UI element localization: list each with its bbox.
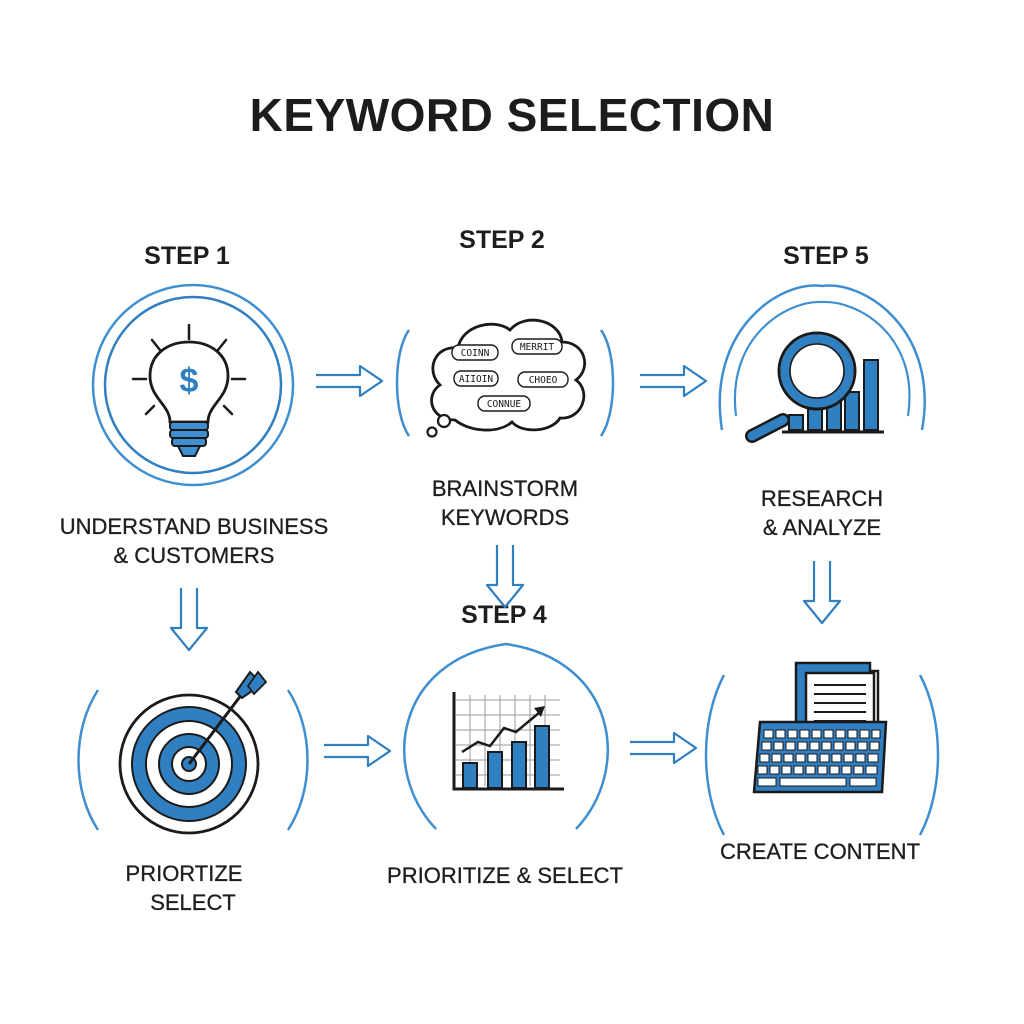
step-5-caption-line-1: RESEARCH — [760, 486, 884, 511]
connector-arrow-2-to-5 — [638, 364, 708, 398]
step-5-label: STEP 5 — [783, 242, 869, 270]
step-1-label: STEP 1 — [144, 242, 230, 270]
connector-arrow-4-to-content — [628, 731, 698, 765]
create-content-caption-line-1: CREATE CONTENT — [719, 839, 921, 864]
prioritize-caption: PRIORTIZE SELECT — [84, 859, 284, 917]
magnifier-chart-icon — [718, 284, 926, 443]
growth-chart-icon — [403, 642, 609, 830]
target-arrow-icon — [77, 670, 309, 835]
connector-arrow-1-down — [169, 586, 209, 652]
thought-cloud-icon: COINN MERRIT AIIOIN CHOEO CONNUE — [395, 318, 615, 438]
step-5-caption: RESEARCH & ANALYZE — [712, 484, 932, 542]
step-1-caption-line-1: UNDERSTAND BUSINESS — [59, 514, 329, 539]
step-4-caption: PRIORITIZE & SELECT — [370, 861, 640, 890]
connector-arrow-2-down — [485, 543, 525, 609]
step-5-caption-line-2: & ANALYZE — [762, 515, 882, 540]
svg-text:$: $ — [180, 362, 199, 400]
cloud-word-1: COINN — [461, 348, 490, 359]
keyboard-document-icon — [704, 661, 940, 836]
cloud-word-3: AIIOIN — [459, 374, 494, 385]
step-2-caption-line-1: BRAINSTORM — [431, 476, 579, 501]
prioritize-caption-line-1: PRIORTIZE — [125, 861, 243, 886]
connector-arrow-target-to-4 — [322, 734, 392, 768]
lightbulb-dollar-icon: $ — [91, 283, 295, 487]
cloud-word-4: CHOEO — [529, 375, 558, 386]
connector-arrow-5-down — [802, 559, 842, 625]
cloud-word-2: MERRIT — [520, 342, 555, 353]
prioritize-caption-line-2: SELECT — [150, 890, 236, 915]
step-4-caption-line-1: PRIORITIZE & SELECT — [387, 863, 623, 888]
create-content-caption: CREATE CONTENT — [700, 837, 940, 866]
cloud-word-5: CONNUE — [487, 399, 522, 410]
step-2-caption: BRAINSTORM KEYWORDS — [380, 474, 630, 532]
step-2-caption-line-2: KEYWORDS — [440, 505, 570, 530]
step-2-label: STEP 2 — [459, 226, 545, 254]
step-1-caption: UNDERSTAND BUSINESS & CUSTOMERS — [44, 512, 344, 570]
step-1-caption-line-2: & CUSTOMERS — [113, 543, 275, 568]
connector-arrow-1-to-2 — [314, 364, 384, 398]
page-title: KEYWORD SELECTION — [249, 89, 775, 141]
